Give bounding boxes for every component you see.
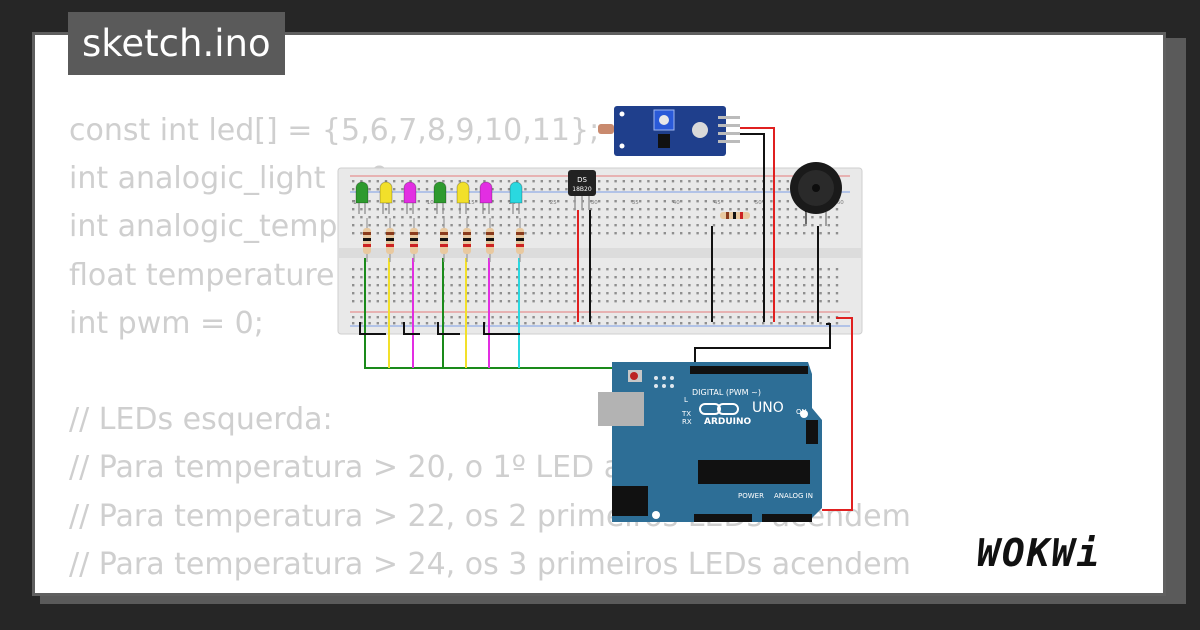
resistor bbox=[363, 218, 371, 262]
column-number: 35 bbox=[632, 200, 639, 206]
code-line: const int led[] = {5,6,7,8,9,10,11}; bbox=[69, 113, 600, 148]
resistor bbox=[516, 218, 524, 262]
light-sensor-module bbox=[598, 106, 740, 156]
column-number: 25 bbox=[550, 200, 557, 206]
resistor bbox=[386, 218, 394, 262]
led-magenta bbox=[403, 181, 417, 214]
led-yellow bbox=[379, 181, 393, 214]
sensor-label-1: DS bbox=[577, 176, 587, 184]
resistors bbox=[363, 218, 524, 262]
temperature-sensor: DS 18B20 bbox=[568, 170, 596, 210]
wokwi-logo-text: WOKWi bbox=[977, 531, 1101, 575]
column-number: 1 bbox=[353, 200, 357, 206]
code-line: // Para temperatura > 24, os 3 primeiros… bbox=[69, 546, 911, 582]
column-number: 40 bbox=[673, 200, 680, 206]
breadboard: 151015202530354045505560 bbox=[337, 167, 863, 335]
digital-header-label: DIGITAL (PWM ~) bbox=[692, 388, 761, 397]
led-green bbox=[433, 181, 447, 214]
power-label: POWER bbox=[738, 492, 764, 500]
column-number: 45 bbox=[714, 200, 721, 206]
buzzer-resistor bbox=[720, 212, 750, 219]
resistor bbox=[440, 218, 448, 262]
on-label: ON bbox=[796, 408, 807, 416]
code-line: // LEDs esquerda: bbox=[69, 402, 333, 438]
analog-label: ANALOG IN bbox=[774, 492, 813, 500]
resistor bbox=[410, 218, 418, 262]
led-cyan bbox=[509, 181, 523, 214]
column-number: 30 bbox=[591, 200, 598, 206]
led-yellow bbox=[456, 181, 470, 214]
arduino-model: UNO bbox=[752, 400, 784, 416]
column-number: 15 bbox=[468, 200, 475, 206]
led-magenta bbox=[479, 181, 493, 214]
code-line: int pwm = 0; bbox=[69, 305, 264, 341]
column-number: 10 bbox=[427, 200, 434, 206]
tx-label: TX bbox=[681, 410, 691, 418]
column-number: 60 bbox=[837, 200, 844, 206]
wokwi-logo: WOKWi bbox=[977, 531, 1101, 575]
led-row bbox=[355, 181, 523, 214]
arduino-uno: DIGITAL (PWM ~) ARDUINO UNO POWER ANALOG… bbox=[598, 362, 822, 522]
buzzer bbox=[790, 162, 842, 226]
led-wires bbox=[359, 127, 853, 511]
column-number: 50 bbox=[755, 200, 762, 206]
led-green bbox=[355, 181, 369, 214]
sensor-label-2: 18B20 bbox=[572, 186, 592, 193]
resistor bbox=[463, 218, 471, 262]
breadboard-holes bbox=[352, 180, 839, 325]
rx-label: RX bbox=[682, 418, 692, 426]
l-label: L bbox=[684, 396, 688, 404]
arduino-brand: ARDUINO bbox=[704, 417, 752, 427]
resistor bbox=[486, 218, 494, 262]
file-tab-title[interactable]: sketch.ino bbox=[68, 12, 285, 75]
